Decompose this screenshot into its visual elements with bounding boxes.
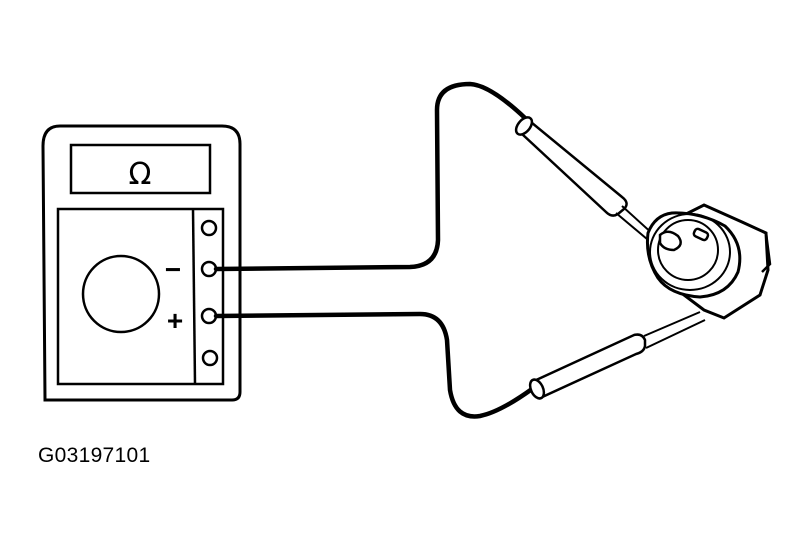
figure-id-label: G03197101 xyxy=(38,444,151,467)
negative-probe[interactable] xyxy=(513,114,666,251)
sensor-pin-upper xyxy=(658,230,682,252)
positive-lead-wire[interactable] xyxy=(213,311,535,419)
negative-lead-wire[interactable] xyxy=(213,81,528,272)
multimeter xyxy=(41,124,242,402)
terminal-strip-divider xyxy=(191,208,197,385)
meter-panel xyxy=(56,207,225,386)
sensor-component xyxy=(646,203,772,320)
plus-label: + xyxy=(167,305,183,336)
meter-housing xyxy=(41,124,242,402)
meter-display xyxy=(69,143,212,195)
minus-label: − xyxy=(165,254,181,285)
selector-dial[interactable] xyxy=(81,254,161,334)
positive-probe[interactable] xyxy=(527,311,706,401)
ohm-symbol-icon: Ω xyxy=(129,157,152,192)
sensor-pin-lower xyxy=(692,227,710,242)
terminal-bottom[interactable] xyxy=(201,349,219,367)
terminal-top[interactable] xyxy=(200,219,218,237)
